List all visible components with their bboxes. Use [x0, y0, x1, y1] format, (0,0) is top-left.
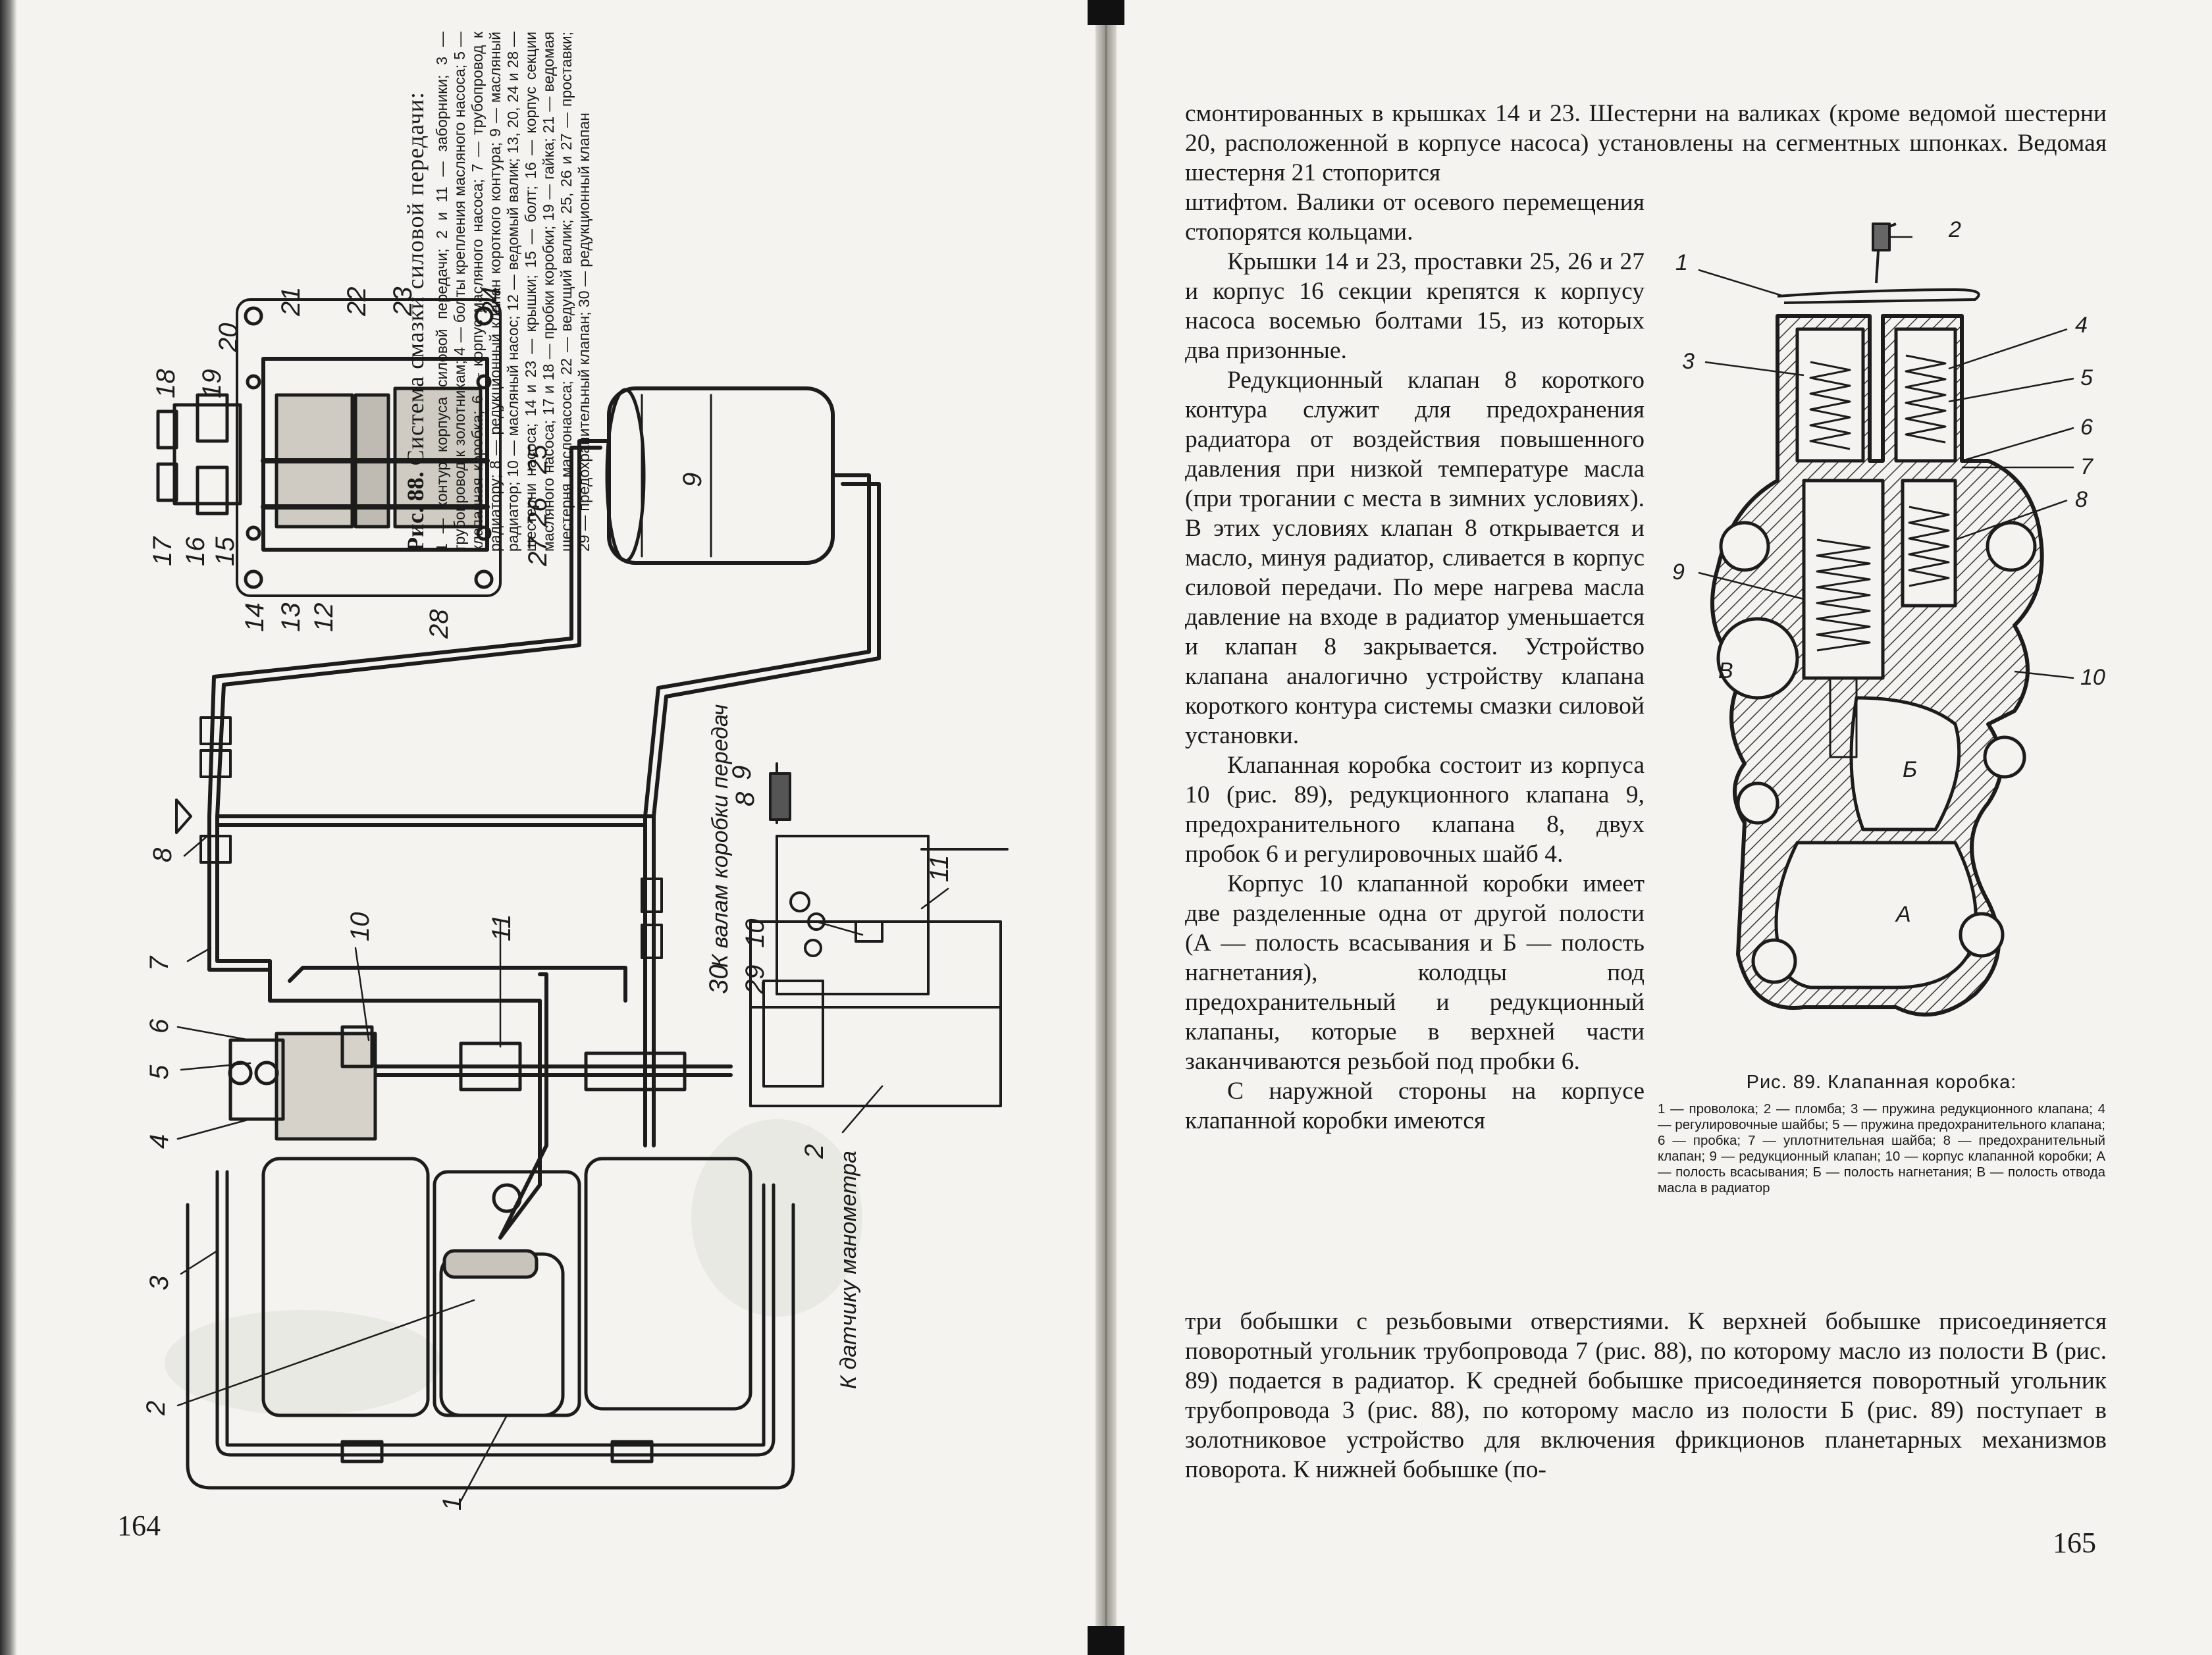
fig88-label: 2 [142, 1401, 171, 1416]
fig88-label: 6 [145, 1018, 174, 1034]
fig88-label: 18 [151, 369, 180, 398]
fig88-label: 20 [214, 323, 243, 354]
fig88-label: 7 [145, 955, 174, 971]
fig88-label: 16 [181, 537, 210, 566]
fig89-label: 7 [2080, 454, 2094, 479]
paragraph-4: Клапанная коробка состоит из корпуса 10 … [1185, 752, 1645, 868]
fig88-diagram: 1 2 3 4 5 6 7 8 9 10 11 12 13 14 15 16 1… [142, 287, 1009, 1511]
paragraph-2: Крышки 14 и 23, проставки 25, 26 и 27 и … [1185, 248, 1645, 364]
fig89-label: 10 [2080, 665, 2105, 690]
fig88-label: 8 [148, 847, 177, 862]
book-edge-shadow [0, 0, 17, 1655]
fig88-caption-title-text: Система смазки силовой передачи: [402, 92, 429, 466]
fig89-label: 2 [1948, 217, 1961, 242]
fig88-caption: Рис. 88. Система смазки силовой передачи… [402, 12, 941, 552]
fig88-label: 17 [148, 536, 177, 566]
fig88-label: 3 [145, 1276, 174, 1290]
fig88-label: 2 [800, 1144, 829, 1159]
fig88-label: 9 [678, 473, 707, 487]
fig89-diagram: 1 2 3 4 5 6 7 8 9 10 А Б В [1672, 217, 2105, 1017]
fig88-label: 29 [741, 965, 770, 995]
text-top-line: смонтированных в крышках 14 и 23. Шестер… [1185, 100, 2107, 186]
left-page [0, 0, 1106, 1655]
oil-pump-assembly [156, 298, 502, 597]
page-number-right: 165 [2053, 1527, 2096, 1559]
fig88-insert-label: К валам коробки передач [708, 704, 958, 1060]
text-column: штифтом. Валики от осевого перемещения с… [1185, 188, 1645, 1136]
fig88-label: 11 [487, 914, 516, 941]
fig89-label: 3 [1682, 349, 1695, 374]
paragraph-5: Корпус 10 клапанной коробки имеет две ра… [1185, 870, 1645, 1075]
fig89-label: А [1895, 902, 1911, 927]
fig88-gauge-label: К датчику манометра [836, 1093, 948, 1389]
text-bottom-paragraph: три бобышки с резьбовыми отверстиями. К … [1185, 1307, 2107, 1484]
spine-top-shadow [1088, 0, 1124, 25]
fig88-label: 12 [309, 603, 338, 633]
fig88-label: 27 [523, 536, 552, 567]
page-number-left: 164 [117, 1510, 161, 1542]
paragraph-6-start: С наружной стороны на корпусе клапанной … [1185, 1078, 1645, 1134]
fig88-label: 23 [388, 287, 417, 317]
fig88-label: 9 [727, 766, 756, 780]
paper-smudge [691, 1119, 862, 1317]
fig88-label: 24 [477, 287, 506, 317]
transmission-housing [186, 1157, 795, 1490]
fig89-label: 5 [2080, 365, 2093, 390]
spine-bottom-shadow [1088, 1626, 1124, 1655]
fig88-label: 30 [704, 965, 733, 995]
fig89-label: 9 [1672, 560, 1685, 585]
fig88-label: 19 [198, 369, 226, 399]
fig89-label: Б [1903, 757, 1917, 782]
fig89-label: 1 [1675, 250, 1688, 275]
pipe-fittings [175, 716, 663, 959]
fig88-label: 4 [145, 1134, 174, 1149]
fig88-label: 15 [211, 537, 240, 566]
seal-wire [1777, 223, 1980, 304]
fig88-label: 1 [438, 1496, 467, 1511]
valve-box-pump-group [228, 1025, 687, 1141]
fig88-label: 22 [342, 287, 371, 317]
right-page [1106, 0, 2212, 1655]
oil-pipelines [207, 439, 881, 1240]
fig88-label: 10 [741, 919, 770, 949]
fig89-label: 4 [2075, 313, 2088, 338]
fig89-caption-title: Рис. 89. Клапанная коробка: [1746, 1072, 2017, 1093]
valve-box-body [1710, 314, 2044, 1017]
fig88-label: 21 [276, 287, 305, 317]
text-top-paragraph: смонтированных в крышках 14 и 23. Шестер… [1185, 99, 2107, 188]
paragraph-3: Редукционный клапан 8 короткого контура … [1185, 367, 1645, 749]
fig88-label: 14 [240, 603, 269, 633]
fig88-label: 5 [145, 1064, 174, 1080]
insert-label-text: К валам коробки передач [708, 704, 733, 968]
fig88-caption-title: Рис. 88. Система смазки силовой передачи… [402, 32, 429, 552]
fig89-caption: Рис. 89. Клапанная коробка: 1 — проволок… [1658, 1072, 2105, 1196]
text-bottom-line: три бобышки с резьбовыми отверстиями. К … [1185, 1308, 2107, 1483]
fig88-label: 8 [731, 791, 760, 806]
fig88-label: 25 [523, 444, 552, 475]
fig89-label: 6 [2080, 415, 2093, 440]
fig89-label: В [1718, 658, 1733, 683]
fig88-label: 11 [925, 854, 954, 882]
gauge-label-text: К датчику манометра [836, 1151, 861, 1389]
fig88-label: 10 [346, 912, 375, 942]
paragraph-1-cont: штифтом. Валики от осевого перемещения с… [1185, 189, 1645, 246]
callout-leader-lines [176, 835, 949, 1502]
insert-valve-schematic [749, 762, 1009, 1107]
book-spine [1095, 0, 1117, 1655]
fig89-label: 8 [2075, 487, 2088, 512]
fig88-label: 13 [276, 603, 305, 633]
fig88-caption-body: 1 — контур корпуса силовой передачи; 2 и… [433, 32, 592, 552]
fig89-leader-lines [1698, 236, 2074, 679]
fig88-label: 26 [523, 497, 552, 527]
valve-springs [1809, 354, 1950, 758]
fig89-caption-body: 1 — проволока; 2 — пломба; 3 — пружина р… [1658, 1101, 2105, 1195]
fig88-label: 28 [425, 609, 454, 639]
fig88-caption-prefix: Рис. 88. [402, 471, 429, 552]
